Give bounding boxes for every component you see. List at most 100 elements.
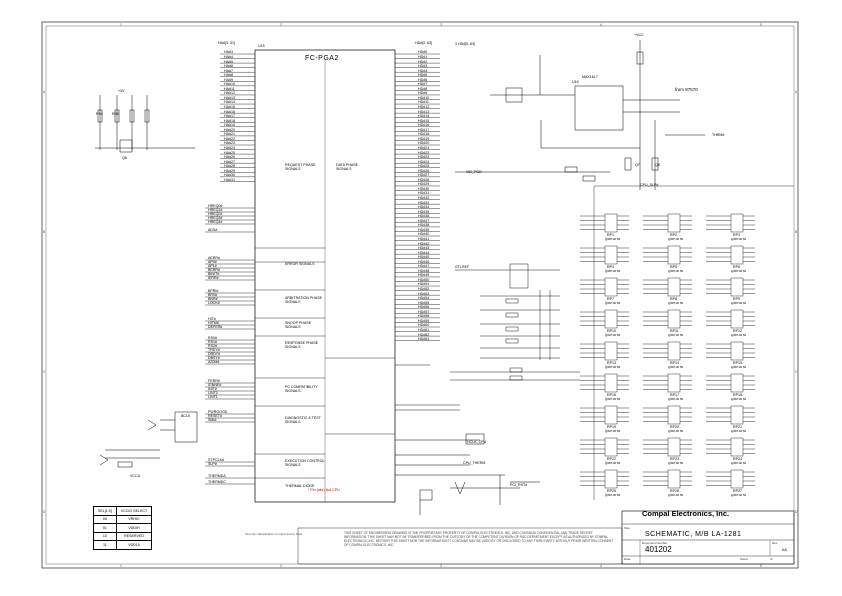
- address-pin-label: HA#4: [224, 54, 233, 59]
- resistor-pack: [730, 245, 744, 265]
- resistor-pack: [730, 309, 744, 329]
- data-pin-label: HD#3: [418, 64, 428, 69]
- signal-pin-label: DBSY#: [208, 356, 220, 361]
- tb-sheet-label: Sheet: [740, 557, 748, 561]
- signal-pin-label: THERMDC: [208, 480, 226, 485]
- data-pin-label: HD#56: [418, 305, 430, 310]
- address-pin-label: HA#7: [224, 68, 233, 73]
- net-label: +3V: [118, 89, 125, 93]
- signal-pin-label: PWRGOOD: [208, 410, 228, 415]
- rp-ref-label: RP24: [733, 457, 742, 461]
- signal-pin-label: BPRI#: [208, 289, 219, 294]
- rp-value-label: @RP1R 56: [668, 493, 684, 497]
- rp-ref-label: RP11: [670, 329, 679, 333]
- data-pin-label: HD#0: [418, 50, 428, 55]
- frame-column-number: 2: [280, 564, 282, 568]
- signal-group-label: DATA PHASE SIGNALS: [336, 163, 359, 171]
- net-label: R95: [112, 112, 119, 116]
- rp-ref-label: RP16: [607, 393, 616, 397]
- data-pin-label: HD#42: [418, 241, 430, 246]
- signal-pin-label: RS2#: [208, 344, 217, 349]
- rp-ref-label: RP15: [733, 361, 742, 365]
- data-pin-label: HD#51: [418, 282, 430, 287]
- net-label: MAX1617: [582, 75, 598, 79]
- signal-pin-label: HREQ3#: [208, 216, 223, 221]
- rp-value-label: @RP1R 56: [668, 429, 684, 433]
- data-pin-label: HD#1: [418, 54, 428, 59]
- rp-value-label: @RP1R 56: [731, 269, 747, 273]
- net-label: GTLREF: [455, 265, 470, 269]
- net-label: Q7: [635, 163, 640, 167]
- resistor-pack: [604, 309, 618, 329]
- data-pin-label: HD#4: [418, 68, 428, 73]
- address-pin-label: HA#21: [224, 132, 235, 137]
- data-pin-label: HD#55: [418, 300, 430, 305]
- rp-value-label: @RP1R 56: [668, 301, 684, 305]
- thermal-sensor-block: [455, 40, 705, 190]
- rp-ref-label: RP20: [670, 425, 679, 429]
- frame-column-number: 1: [120, 564, 122, 568]
- rp-value-label: @RP1R 56: [668, 461, 684, 465]
- rp-ref-label: RP23: [670, 457, 679, 461]
- rp-ref-label: RP21: [733, 425, 742, 429]
- signal-pin-label: RS0#: [208, 336, 217, 341]
- signal-pin-label: LOCK#: [208, 301, 220, 306]
- security-label: Security Classification Compal Secret Da…: [245, 532, 303, 536]
- resistor-pack: [667, 245, 681, 265]
- cpu-note: * Pin (site) Not CPU: [308, 488, 340, 492]
- signal-group-label: THERMAL DIODE: [285, 484, 315, 488]
- signal-pin-label: HREQ4#: [208, 220, 223, 225]
- signal-pin-label: BR0#: [208, 293, 217, 298]
- signal-pin-label: DRDY#: [208, 352, 221, 357]
- signal-pin-label: HREQ2#: [208, 212, 223, 217]
- data-pin-label: HD#50: [418, 277, 430, 282]
- address-pin-label: HA#20: [224, 127, 235, 132]
- signal-pin-label: IGNNE#: [208, 383, 222, 388]
- signal-pin-label: BINIT#: [208, 272, 220, 277]
- rp-value-label: @RP1R 56: [731, 429, 747, 433]
- resistor-pack: [667, 405, 681, 425]
- rp-value-label: @RP1R 56: [605, 429, 621, 433]
- address-pin-label: HA#25: [224, 150, 235, 155]
- data-pin-label: HD#6: [418, 77, 428, 82]
- rp-ref-label: RP22: [607, 457, 616, 461]
- rp-ref-label: RP9: [733, 297, 740, 301]
- legend-cell: VDDIH: [115, 523, 153, 533]
- net-label: VCCA: [130, 474, 140, 478]
- rp-ref-label: RP26: [670, 489, 679, 493]
- data-pin-label: HD#5: [418, 73, 428, 78]
- rp-value-label: @RP1R 56: [605, 301, 621, 305]
- address-pin-label: HA#24: [224, 145, 235, 150]
- address-pin-label: HA#29: [224, 168, 235, 173]
- rp-value-label: @RP1R 56: [605, 269, 621, 273]
- data-pin-label: HD#31: [418, 191, 430, 196]
- address-pin-label: HA#30: [224, 173, 235, 178]
- frame-column-number: 3: [440, 564, 442, 568]
- rp-value-label: @RP1R 56: [731, 397, 747, 401]
- resistor-pack: [730, 437, 744, 457]
- data-pin-label: HD#57: [418, 309, 430, 314]
- data-pin-label: HD#12: [418, 105, 430, 109]
- frame-column-number: 4: [600, 23, 602, 27]
- data-pin-label: HD#44: [418, 250, 430, 255]
- frame-column-number: 3: [440, 23, 442, 27]
- left-circuitry: [95, 95, 198, 468]
- data-pin-label: HD#36: [418, 214, 430, 219]
- sheet-border: [41, 21, 799, 569]
- address-pin-label: HA#10: [224, 82, 235, 87]
- signal-group-label: SNOOP PHASE SIGNALS: [285, 321, 312, 329]
- resistor-pack: [604, 469, 618, 489]
- data-pin-label: HD#61: [418, 327, 430, 332]
- resistor-pack: [667, 437, 681, 457]
- rp-value-label: @RP1R 56: [668, 333, 684, 337]
- rp-ref-label: RP10: [607, 329, 616, 333]
- signal-group-label: ERROR SIGNALS: [285, 262, 315, 266]
- data-pin-label: HD#29: [418, 182, 430, 187]
- signal-pin-label: HITM#: [208, 321, 219, 326]
- frame-row-letter: B: [43, 230, 46, 234]
- legend-cell: VRHIC: [115, 514, 153, 524]
- signal-pin-label: SMI#: [208, 418, 217, 423]
- data-pin-label: HD#14: [418, 114, 430, 119]
- address-pin-label: HA#15: [224, 105, 235, 109]
